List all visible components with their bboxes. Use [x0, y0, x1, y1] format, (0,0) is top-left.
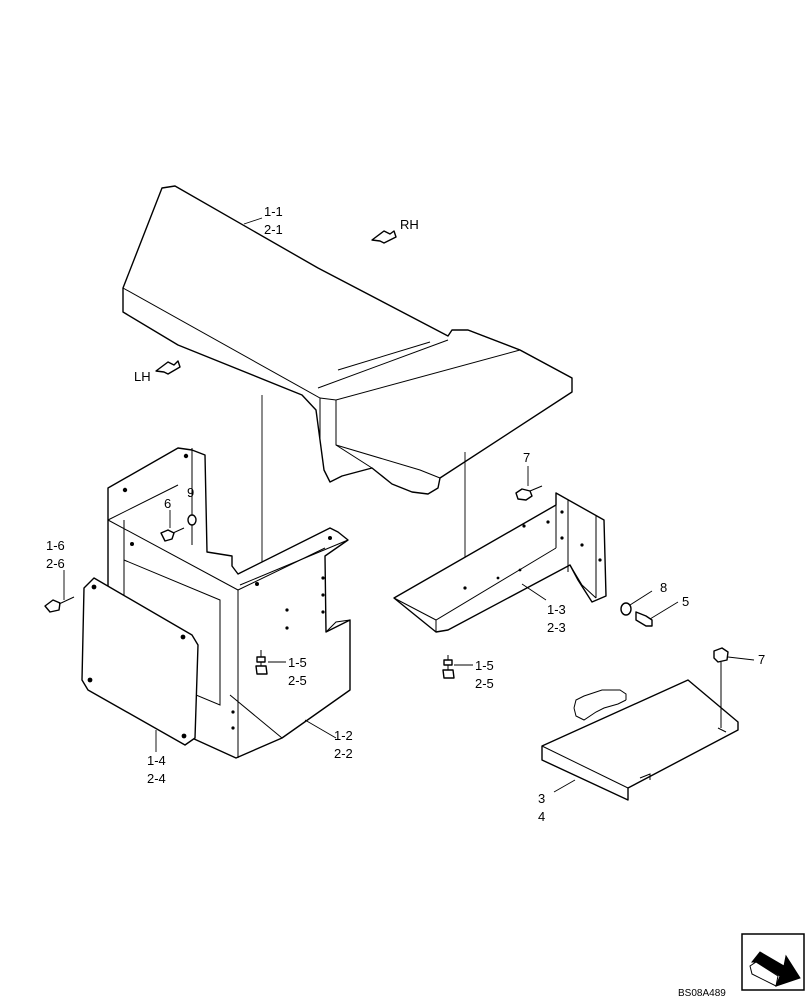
- tray-part: [541, 679, 739, 801]
- top-cover-part: [122, 185, 573, 495]
- callout-1-5a: 1-5: [288, 655, 307, 670]
- cover-plate-part: [81, 577, 199, 746]
- callout-5: 5: [682, 594, 689, 609]
- callout-8: 8: [660, 580, 667, 595]
- drawing-id: BS08A489: [678, 988, 726, 999]
- callout-2-6: 2-6: [46, 556, 65, 571]
- lh-label: LH: [134, 369, 151, 384]
- callout-4: 4: [538, 809, 545, 824]
- callout-7a: 7: [523, 450, 530, 465]
- callout-2-5a: 2-5: [288, 673, 307, 688]
- callout-1-5b: 1-5: [475, 658, 494, 673]
- direction-arrow-rh-icon: [371, 230, 397, 244]
- callout-2-3: 2-3: [547, 620, 566, 635]
- callout-3: 3: [538, 791, 545, 806]
- bolt-1-6-icon: [44, 596, 75, 613]
- bolt-6-icon: [160, 527, 185, 542]
- callout-2-1: 2-1: [264, 222, 283, 237]
- callout-1-4: 1-4: [147, 753, 166, 768]
- callout-9: 9: [187, 485, 194, 500]
- washer-9-icon: [187, 514, 197, 526]
- callout-6: 6: [164, 496, 171, 511]
- callout-1-6: 1-6: [46, 538, 65, 553]
- callout-1-2: 1-2: [334, 728, 353, 743]
- rh-label: RH: [400, 217, 419, 232]
- callout-1-1: 1-1: [264, 204, 283, 219]
- pin-5-icon: [635, 611, 653, 627]
- bolt-7a-icon: [515, 485, 543, 501]
- bolt-1-5b-icon: [442, 655, 455, 679]
- callout-2-5b: 2-5: [475, 676, 494, 691]
- direction-arrow-lh-icon: [155, 360, 181, 375]
- callout-7b: 7: [758, 652, 765, 667]
- right-bracket-part: [393, 492, 607, 633]
- nut-8-icon: [620, 602, 632, 616]
- callout-1-3: 1-3: [547, 602, 566, 617]
- bolt-1-5a-icon: [255, 650, 268, 675]
- callout-2-4: 2-4: [147, 771, 166, 786]
- next-page-arrow-icon[interactable]: [741, 933, 805, 991]
- bolt-7b-icon: [713, 647, 729, 728]
- callout-2-2: 2-2: [334, 746, 353, 761]
